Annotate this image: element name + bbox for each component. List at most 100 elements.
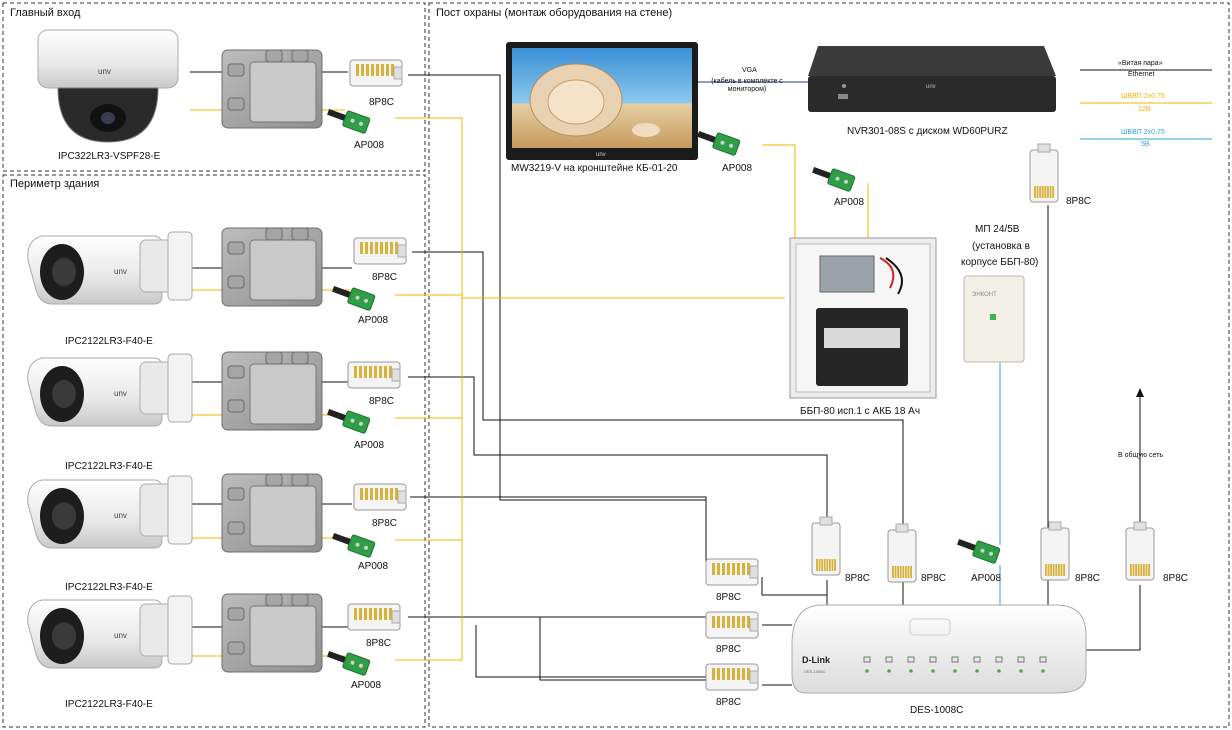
monitor-power-label: AP008	[722, 163, 753, 174]
camera-3-rj45-label: 8P8C	[369, 396, 395, 407]
junction-box-3	[221, 351, 323, 431]
switch-led	[975, 669, 979, 673]
switch-port-icon	[907, 656, 915, 663]
region-perimeter-title: Периметр здания	[10, 178, 100, 190]
cam1-ethernet-segment	[408, 74, 501, 340]
switch-top-2-rj45	[887, 523, 917, 583]
cam2-to-switch	[412, 251, 904, 540]
switch-top-4-label: 8P8C	[1075, 573, 1101, 584]
vga-title: VGA	[742, 67, 757, 74]
camera-1-rj45	[349, 59, 403, 87]
camera-3-bullet: unv	[27, 353, 193, 427]
switch-model-text: DES-1008C	[804, 669, 825, 674]
psu-mp24-5v: ЭНКОНТ	[963, 275, 1025, 363]
monitor-power	[762, 144, 796, 238]
camera-4-rj45-label: 8P8C	[372, 518, 398, 529]
legend-ethernet-sub: Ethernet	[1128, 71, 1155, 78]
camera-1-rj45-label: 8P8C	[369, 97, 395, 108]
camera-2-power-label: AP008	[358, 315, 389, 326]
camera-1-brand-logo: unv	[98, 67, 111, 76]
power12-bus	[395, 117, 463, 661]
psu-line2: (установка в	[972, 241, 1030, 252]
vga-note: (кабель в комплекте с монитором)	[711, 78, 783, 93]
camera-brand-logo: unv	[114, 511, 127, 520]
ups-label: ББП-80 исп.1 с АКБ 18 Ач	[800, 406, 921, 417]
camera-5-rj45-label: 8P8C	[366, 638, 392, 649]
monitor-brand-logo: unv	[596, 152, 606, 158]
junction-box-1	[221, 49, 323, 129]
camera-3-power-label: AP008	[354, 440, 385, 451]
psu-brand-logo: ЭНКОНТ	[972, 292, 997, 298]
nvr-label: NVR301-08S с диском WD60PURZ	[847, 126, 1008, 137]
switch-led	[865, 669, 869, 673]
switch-led	[953, 669, 957, 673]
switch-in-1-label: 8P8C	[716, 592, 742, 603]
camera-5-power-label: AP008	[351, 680, 382, 691]
cam5-to-switch-in3	[408, 616, 706, 681]
camera-5-model: IPC2122LR3-F40-E	[65, 699, 153, 710]
switch-power-connector	[957, 539, 1001, 564]
cam4-to-switch-in1	[410, 496, 707, 570]
junction-box-5	[221, 593, 323, 673]
switch-in-2-rj45	[705, 611, 759, 639]
switch-top-1-label: 8P8C	[845, 573, 871, 584]
ups-psu-board	[819, 255, 875, 293]
camera-5-rj45	[347, 603, 401, 631]
camera-4-power-connector	[332, 533, 376, 558]
switch-led	[997, 669, 1001, 673]
switch-top-5-label: 8P8C	[1163, 573, 1189, 584]
camera-3-model: IPC2122LR3-F40-E	[65, 461, 153, 472]
extra-to-switch-in3	[475, 625, 706, 678]
legend-power12-sub: 12В	[1138, 106, 1151, 113]
switch-led	[1019, 669, 1023, 673]
legend-power5-title: ШВВП 2х0,75	[1121, 129, 1165, 136]
monitor: unv	[506, 42, 698, 160]
region-main-entrance-frame	[2, 2, 426, 172]
junction-box-2	[221, 227, 323, 307]
monitor-power-connector	[697, 131, 741, 156]
switch-port-icon	[1039, 656, 1047, 663]
switch-in-3-rj45	[705, 663, 759, 691]
region-guard-post-title: Пост охраны (монтаж оборудования на стен…	[436, 7, 673, 19]
psu-line3: корпусе ББП-80)	[961, 257, 1039, 268]
switch-to-uplink	[1085, 585, 1141, 651]
switch-led	[931, 669, 935, 673]
switch-led	[909, 669, 913, 673]
nvr-power-connector	[812, 167, 856, 192]
camera-1-model: IPC322LR3-VSPF28-E	[58, 151, 161, 162]
switch-led	[887, 669, 891, 673]
camera-5-bullet: unv	[27, 595, 193, 669]
nvr-brand-logo: unv	[926, 84, 936, 90]
camera-3-power-connector	[327, 409, 371, 434]
psu-power-connector-label: AP008	[971, 573, 1002, 584]
switch-port-icon	[1017, 656, 1025, 663]
switch-top-2-label: 8P8C	[921, 573, 947, 584]
uplink-label: В общую сеть	[1118, 452, 1164, 459]
uplink-arrow-head	[1136, 388, 1144, 397]
switch-in-2-label: 8P8C	[716, 644, 742, 655]
camera-1-dome: unv	[37, 29, 179, 143]
switch-led	[1041, 669, 1045, 673]
legend-power5-sub: 5В	[1141, 141, 1150, 148]
camera-5-power-connector	[327, 651, 371, 676]
camera-brand-logo: unv	[114, 389, 127, 398]
camera-3-rj45	[347, 361, 401, 389]
junction-box-4	[221, 473, 323, 553]
camera-2-model: IPC2122LR3-F40-E	[65, 336, 153, 347]
camera-2-rj45	[353, 237, 407, 265]
legend-ethernet-title: «Витая пара»	[1118, 60, 1163, 67]
switch-label: DES-1008C	[910, 705, 964, 716]
switch-top-5-rj45	[1125, 521, 1155, 581]
ups-bbp80	[789, 237, 937, 399]
switch-in-3-label: 8P8C	[716, 697, 742, 708]
camera-1-power-connector	[327, 109, 371, 134]
switch-in1-to-switch	[761, 577, 828, 605]
switch-in-1-rj45	[705, 558, 759, 586]
switch-port-icon	[951, 656, 959, 663]
switch-top-4-rj45	[1040, 521, 1070, 581]
nvr-power-label: AP008	[834, 197, 865, 208]
camera-brand-logo: unv	[114, 631, 127, 640]
switch-port-icon	[863, 656, 871, 663]
